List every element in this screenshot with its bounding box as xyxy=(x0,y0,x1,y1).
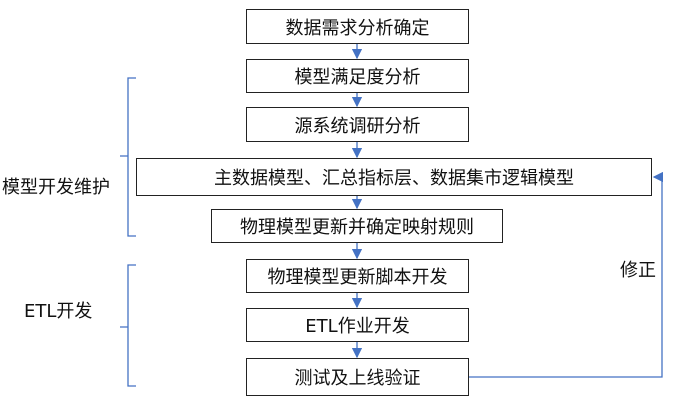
group-label-model: 模型开发维护 xyxy=(2,177,110,198)
step-source-system-research: 源系统调研分析 xyxy=(246,107,469,142)
step-test-and-release: 测试及上线验证 xyxy=(246,358,469,396)
group-label-etl: ETL开发 xyxy=(24,301,93,322)
step-physical-model-mapping: 物理模型更新并确定映射规则 xyxy=(211,209,503,243)
bracket-etl-group xyxy=(120,264,136,387)
step-requirements-analysis: 数据需求分析确定 xyxy=(246,9,469,44)
bracket-model-group xyxy=(120,77,136,237)
feedback-arrow xyxy=(469,171,664,378)
step-model-fit-analysis: 模型满足度分析 xyxy=(246,59,469,93)
step-etl-job-dev: ETL作业开发 xyxy=(246,308,469,342)
step-logical-model: 主数据模型、汇总指标层、数据集市逻辑模型 xyxy=(136,158,652,196)
feedback-label: 修正 xyxy=(620,260,656,281)
step-physical-script-dev: 物理模型更新脚本开发 xyxy=(246,259,469,293)
